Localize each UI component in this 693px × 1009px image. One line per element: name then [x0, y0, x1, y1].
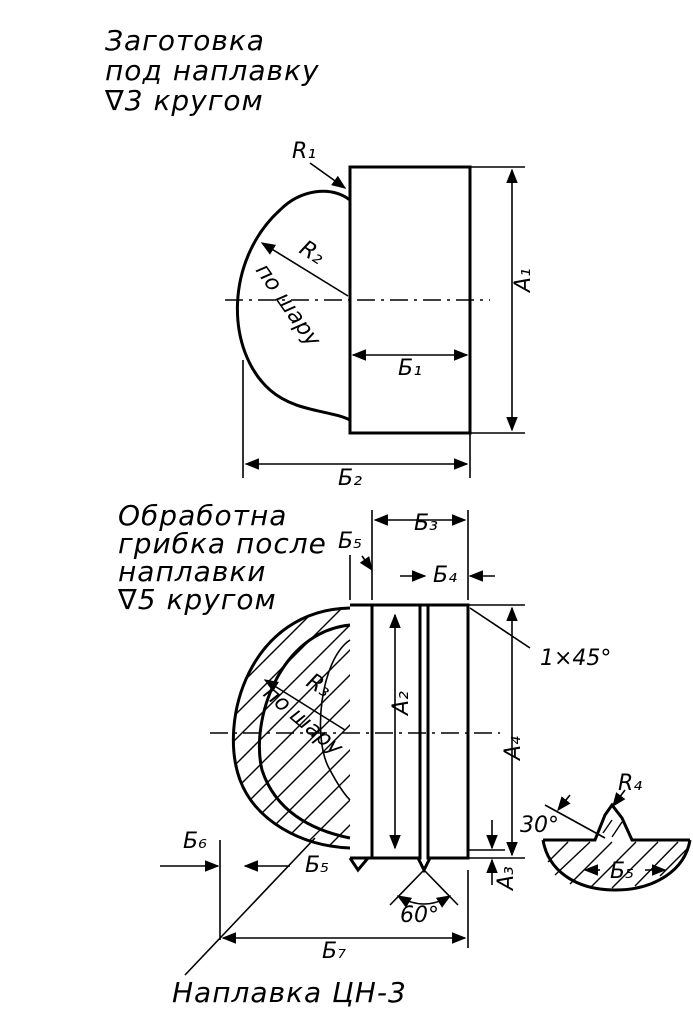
core-contour: [319, 639, 351, 801]
finished-title-line-4: ∇5 кругом: [117, 583, 277, 616]
stem-section-left: [350, 603, 422, 860]
finished-view: Обработна грибка после наплавки ∇5 круго…: [117, 499, 611, 1009]
label-b2: Б₂: [338, 466, 362, 491]
detail-angle-arrow: [557, 794, 571, 812]
detail-hatching: [547, 819, 689, 889]
label-a3: A₃: [494, 866, 519, 892]
blank-title-line-1: Заготовка: [105, 24, 265, 57]
sphere-outer-contour: [231, 606, 351, 850]
label-b1: Б₁: [398, 356, 422, 381]
angle60-leg-right: [423, 869, 459, 906]
angle60-arc: [396, 895, 452, 908]
r3-leader: [263, 679, 346, 731]
finished-title-line-3: наплавки: [118, 555, 266, 588]
label-chamfer: 1×45°: [540, 646, 611, 671]
label-sphere-top: по шару: [250, 259, 326, 352]
detail-view: 30° R₄ Б₅: [520, 771, 692, 892]
r4-leader: [612, 789, 626, 808]
label-b4: Б₄: [433, 563, 457, 588]
label-60: 60°: [400, 903, 439, 928]
r2-leader: [260, 242, 349, 297]
chamfer-leader: [469, 607, 531, 649]
label-r3: R₃: [302, 669, 336, 703]
angle60-leg-left: [389, 869, 425, 906]
label-30: 30°: [520, 813, 559, 838]
label-b7: Б₇: [322, 939, 346, 964]
label-b5-bottom: Б₅: [305, 853, 329, 878]
r1-leader: [309, 162, 347, 189]
label-r2: R₂: [295, 236, 329, 270]
detail-angle-leg: [544, 804, 606, 839]
detail-outline: [541, 802, 692, 892]
hardfacing-note: Наплавка ЦН-3: [172, 976, 407, 1009]
label-b3: Б₃: [414, 511, 438, 536]
notch-60: [348, 857, 432, 874]
blank-title-line-3: ∇3 кругом: [104, 84, 264, 117]
label-sphere-bottom: по шару: [258, 680, 348, 761]
stem-section-right: [426, 603, 470, 860]
label-b5-top: Б₅: [338, 529, 362, 554]
blank-title-line-2: под наплавку: [105, 54, 320, 87]
label-b6: Б₆: [183, 829, 207, 854]
label-a2: A₂: [389, 691, 414, 717]
hardfacing-leader: [184, 837, 316, 976]
finished-title-line-2: грибка после: [118, 527, 327, 560]
blank-dome-outline: [235, 189, 351, 422]
finished-title-line-1: Обработна: [118, 499, 287, 532]
label-a4: A₄: [501, 736, 526, 762]
blank-view: Заготовка под наплавку ∇3 кругом R₁ R₂ п…: [104, 24, 536, 491]
label-a1: A₁: [511, 268, 536, 294]
b5-top-arrow: [359, 555, 373, 572]
weld-inner-contour: [257, 623, 351, 840]
label-r1: R₁: [292, 139, 316, 164]
label-detail-b5: Б₅: [610, 859, 634, 884]
label-r4: R₄: [618, 771, 642, 796]
